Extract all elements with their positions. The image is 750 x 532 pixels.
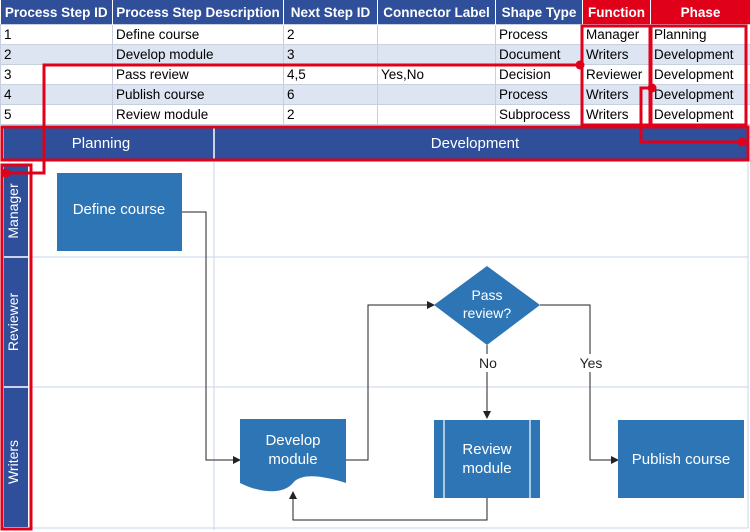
callout-dot xyxy=(737,137,747,147)
cell-next-step: 3 xyxy=(283,44,378,65)
connector-decision-yes xyxy=(540,304,619,464)
lane-writers: Writers xyxy=(5,440,21,484)
shape-label: Define course xyxy=(73,201,166,218)
shape-label: Pass xyxy=(471,287,502,303)
cell-step-id: 2 xyxy=(0,44,113,65)
cell-description: Review module xyxy=(112,104,284,125)
phase-development: Development xyxy=(431,135,520,152)
lane-header-column xyxy=(4,165,28,527)
function-to-lanes-callout-line xyxy=(6,63,580,175)
cell-shape-type: Process xyxy=(495,24,583,45)
cell-next-step: 2 xyxy=(283,104,378,125)
connector-define-to-develop xyxy=(182,211,241,464)
label-bg xyxy=(475,354,501,372)
cell-connector-label: Yes,No xyxy=(377,64,496,85)
label-bg xyxy=(575,354,607,372)
cell-step-id: 1 xyxy=(0,24,113,45)
cell-function: Writers xyxy=(582,104,651,125)
lane-column-highlight xyxy=(0,163,33,531)
cell-function: Manager xyxy=(582,24,651,45)
cell-phase: Development xyxy=(650,64,750,85)
callout-dot xyxy=(1,168,11,178)
process-shape-publish-course xyxy=(618,420,744,498)
cell-connector-label xyxy=(377,104,496,125)
callout-dot xyxy=(575,60,585,70)
header-shape-type: Shape Type xyxy=(495,0,583,25)
table-row: 5 Review module 2 Subprocess Writers Dev… xyxy=(0,104,750,125)
shape-label: module xyxy=(268,451,317,468)
cell-function: Writers xyxy=(582,84,651,105)
shape-label: Develop xyxy=(265,432,320,449)
header-process-step-id: Process Step ID xyxy=(0,0,113,25)
callout-dot xyxy=(647,83,657,93)
cell-connector-label xyxy=(377,44,496,65)
cell-next-step: 2 xyxy=(283,24,378,45)
cell-step-id: 5 xyxy=(0,104,113,125)
header-connector-label: Connector Label xyxy=(377,0,496,25)
document-shape-develop-module xyxy=(240,419,346,492)
cell-shape-type: Decision xyxy=(495,64,583,85)
header-next-step-id: Next Step ID xyxy=(283,0,378,25)
shape-label: Publish course xyxy=(632,451,730,468)
table-row: 4 Publish course 6 Process Writers Devel… xyxy=(0,84,750,105)
cell-next-step: 6 xyxy=(283,84,378,105)
cell-function: Writers xyxy=(582,44,651,65)
process-shape-define-course xyxy=(57,173,182,251)
shape-label: module xyxy=(462,460,511,477)
header-process-step-description: Process Step Description xyxy=(112,0,284,25)
header-function: Function xyxy=(582,0,651,25)
connector-review-to-develop xyxy=(289,491,488,521)
cell-function: Reviewer xyxy=(582,64,651,85)
cell-shape-type: Subprocess xyxy=(495,104,583,125)
lane-manager: Manager xyxy=(5,183,21,239)
cell-description: Define course xyxy=(112,24,284,45)
table-header-row: Process Step ID Process Step Description… xyxy=(0,0,750,25)
connector-label-yes: Yes xyxy=(580,355,603,371)
phase-column-highlight xyxy=(649,24,748,127)
connector-label-no: No xyxy=(479,355,497,371)
shape-label: Review xyxy=(462,441,511,458)
phase-band-highlight xyxy=(0,125,750,162)
cell-next-step: 4,5 xyxy=(283,64,378,85)
cell-step-id: 4 xyxy=(0,84,113,105)
header-phase: Phase xyxy=(650,0,750,25)
connector-develop-to-decision xyxy=(346,301,435,461)
decision-shape-pass-review xyxy=(434,266,540,345)
table-row: 1 Define course 2 Process Manager Planni… xyxy=(0,24,750,45)
phase-header-band xyxy=(4,128,748,159)
phase-planning: Planning xyxy=(72,135,130,152)
lane-reviewer: Reviewer xyxy=(5,292,21,351)
shape-label: review? xyxy=(463,305,511,321)
phase-to-band-callout-line xyxy=(639,86,742,144)
subprocess-shape-review-module xyxy=(434,420,540,498)
cell-phase: Development xyxy=(650,104,750,125)
